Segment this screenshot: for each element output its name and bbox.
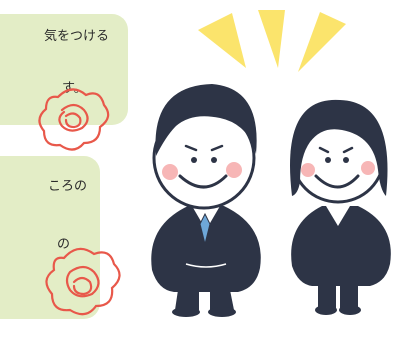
bubble-bottom-line2: の bbox=[57, 237, 71, 252]
businesswoman-figure bbox=[290, 99, 391, 315]
attention-burst-icon bbox=[198, 10, 346, 72]
flower-doodle-icon bbox=[45, 247, 121, 316]
businessman-figure bbox=[151, 84, 261, 317]
speech-bubble-top: 気をつける す。 bbox=[0, 14, 128, 125]
bubble-bottom-line1: ころの bbox=[48, 179, 88, 194]
speech-bubble-bottom: ころの の bbox=[0, 156, 100, 319]
flower-doodle-icon bbox=[38, 88, 110, 151]
bubble-top-line1: 気をつける bbox=[44, 29, 110, 44]
